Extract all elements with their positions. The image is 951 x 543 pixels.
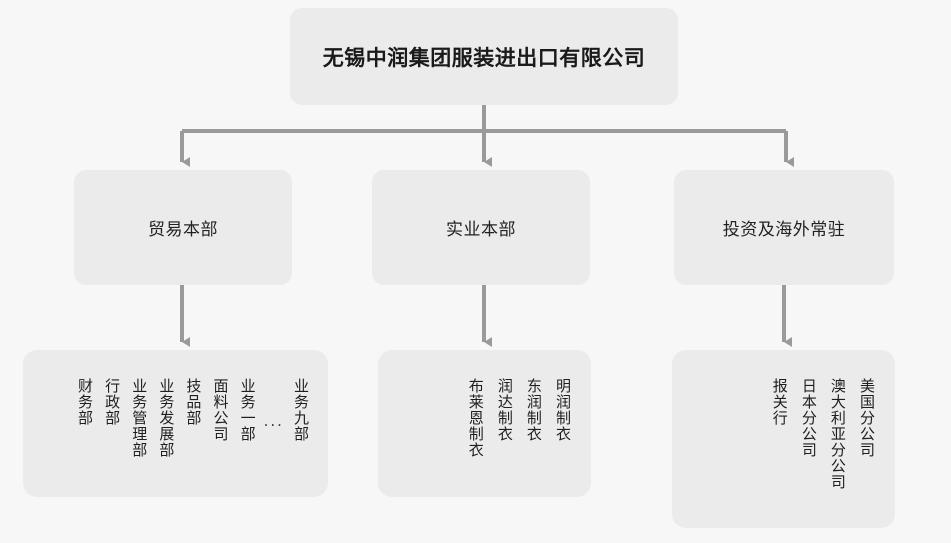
node-division-trade[interactable]: 贸易本部 [74,170,292,285]
leaf-item[interactable]: 业务管理部 [130,378,149,458]
leaf-item[interactable]: 财务部 [76,378,95,426]
leaf-group-industry: 明润制衣 东润制衣 润达制衣 布莱恩制衣 [378,350,591,497]
node-division-industry[interactable]: 实业本部 [372,170,590,285]
division-investment-label: 投资及海外常驻 [722,220,846,240]
leaf-item[interactable]: 业务发展部 [157,378,176,458]
node-root-company[interactable]: 无锡中润集团服装进出口有限公司 [290,8,678,105]
leaf-item[interactable]: 布莱恩制衣 [466,378,485,458]
leaf-item[interactable]: 面料公司 [211,378,230,442]
leaf-group-trade: 业务九部 ... 业务一部 面料公司 技品部 业务发展部 业务管理部 行政部 财… [23,350,328,497]
leaf-items-ellipsis: ... [263,412,284,430]
leaf-item[interactable]: 业务九部 [292,378,310,442]
leaf-item[interactable]: 业务一部 [238,378,257,442]
leaf-item[interactable]: 美国分公司 [858,378,876,458]
leaf-group-investment: 美国分公司 澳大利亚分公司 日本分公司 报关行 [672,350,895,528]
leaf-item[interactable]: 日本分公司 [799,378,818,458]
root-company-label: 无锡中润集团服装进出口有限公司 [322,45,646,70]
leaf-item[interactable]: 报关行 [770,378,789,426]
division-trade-label: 贸易本部 [148,220,218,240]
leaf-item[interactable]: 技品部 [184,378,203,426]
division-industry-label: 实业本部 [446,220,516,240]
leaf-item[interactable]: 东润制衣 [524,378,543,442]
leaf-item[interactable]: 明润制衣 [554,378,572,442]
leaf-item[interactable]: 行政部 [103,378,122,426]
leaf-item[interactable]: 澳大利亚分公司 [828,378,847,490]
leaf-item[interactable]: 润达制衣 [495,378,514,442]
node-division-investment[interactable]: 投资及海外常驻 [674,170,894,285]
